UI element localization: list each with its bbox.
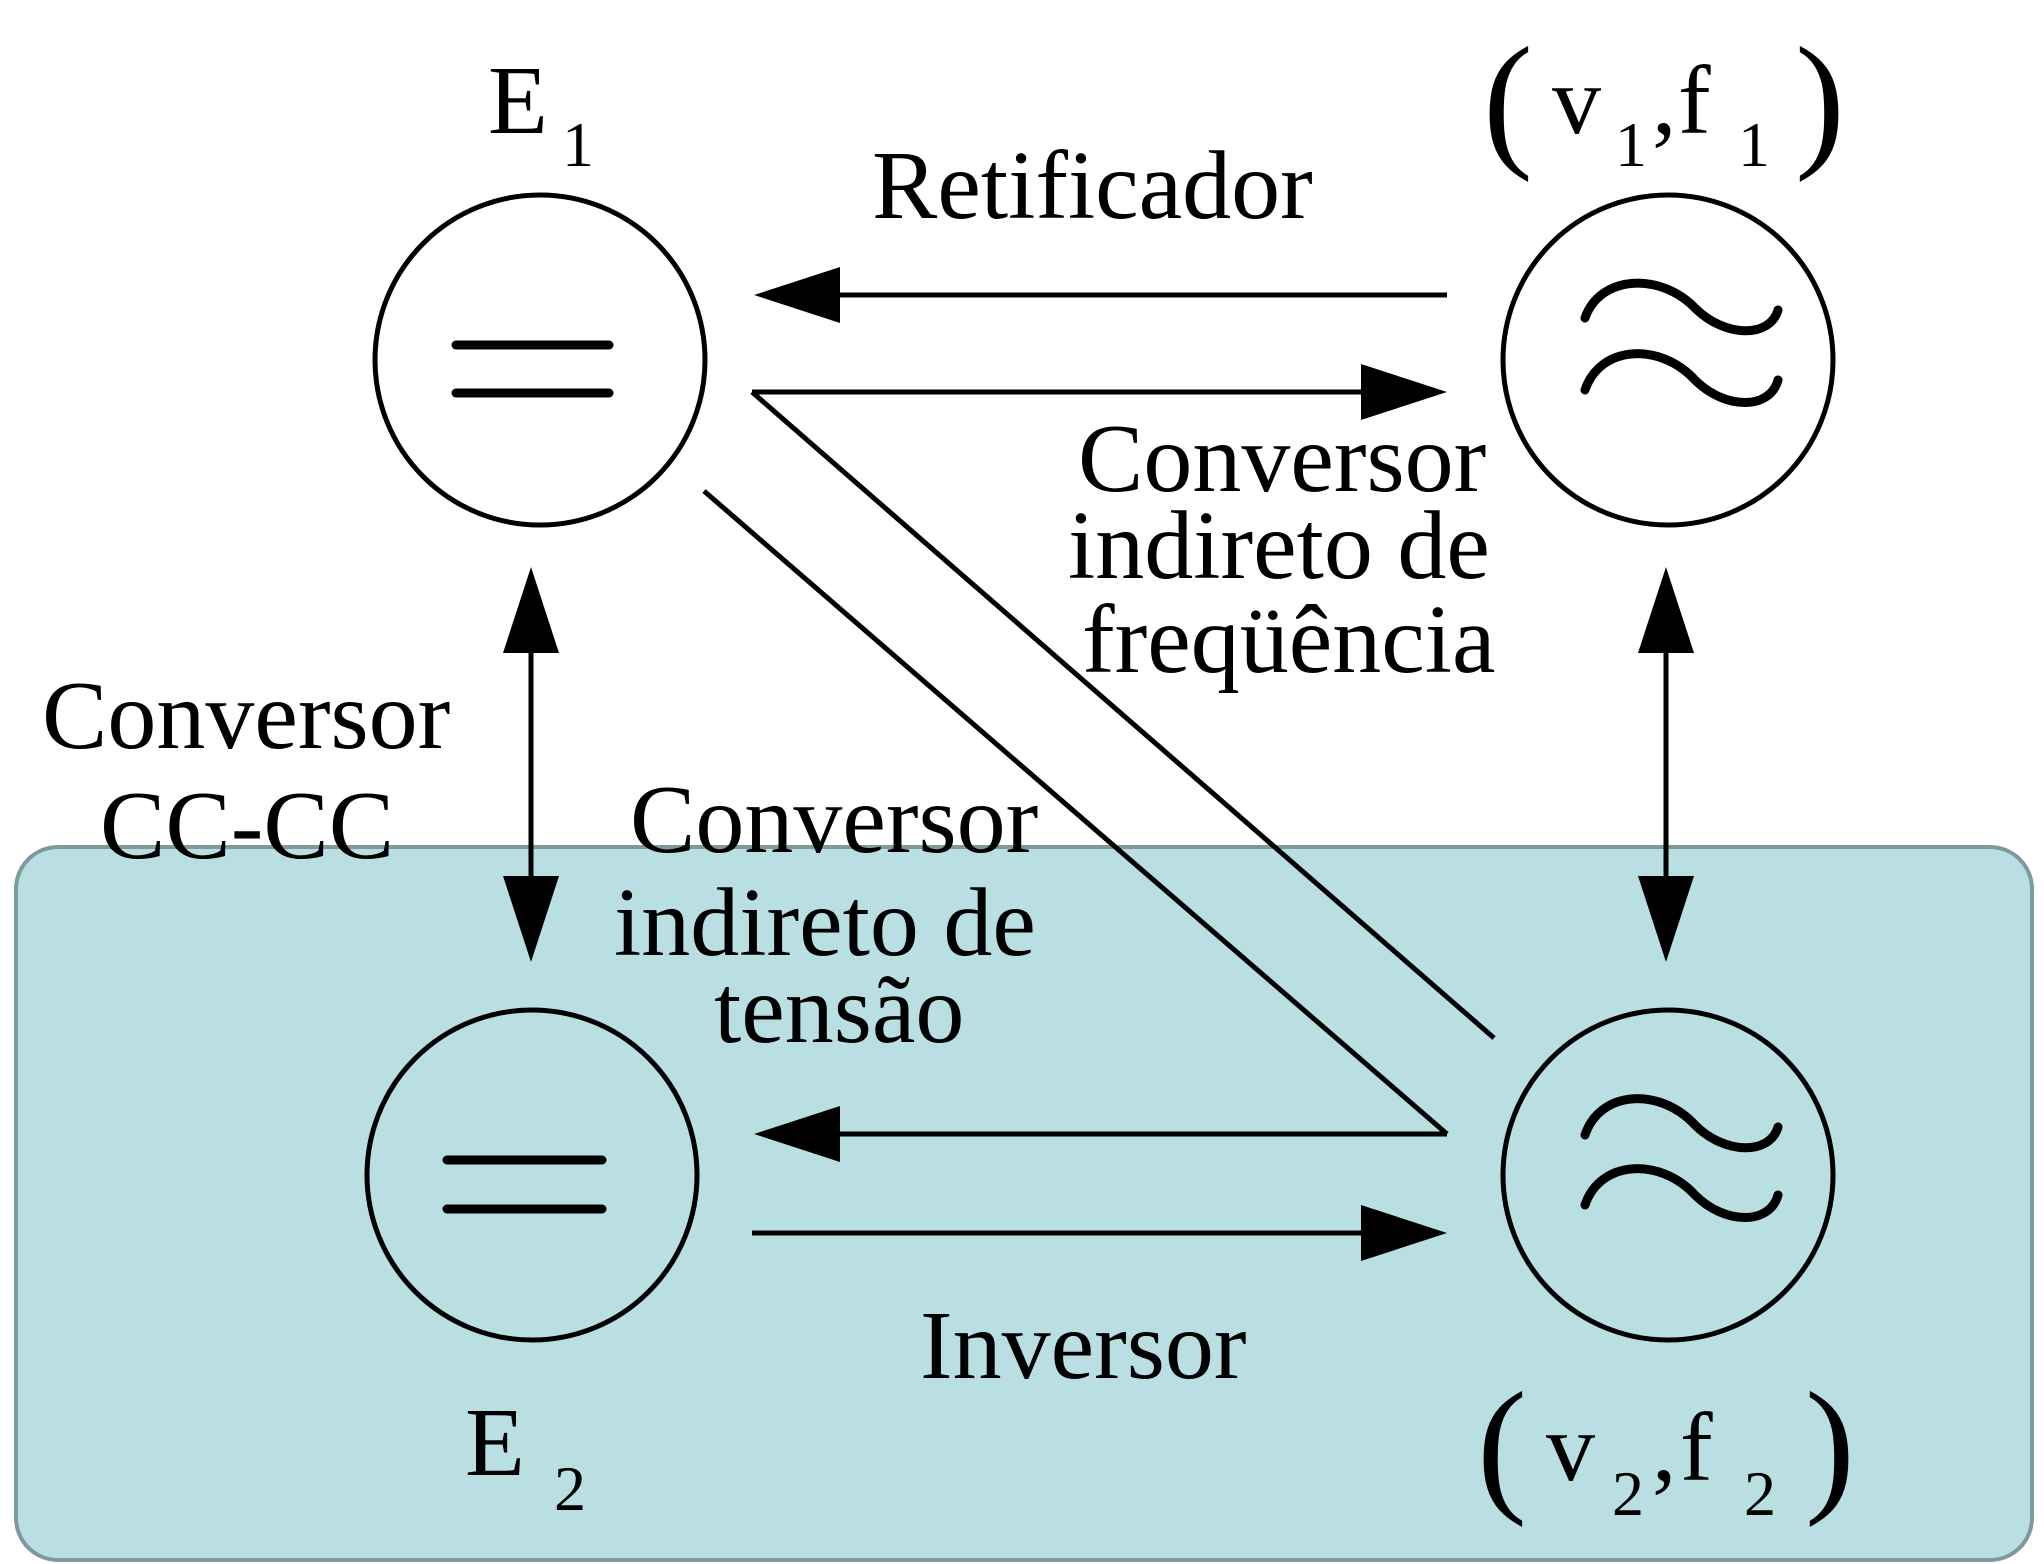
e2-label: E 2	[465, 1389, 586, 1524]
e1-circle	[372, 192, 708, 528]
ac-source-icon	[1580, 1164, 1783, 1222]
ac2-f: f	[1680, 1394, 1713, 1502]
ac1-open-paren: (	[1483, 17, 1533, 183]
arrowhead-icon	[1361, 364, 1447, 420]
ac1-label: ( v 1 , f 1 )	[1483, 17, 1845, 183]
ac-source-icon	[1580, 1094, 1783, 1153]
indirect-frequency-line1: Conversor	[1078, 405, 1486, 513]
dc-source-e2	[364, 1007, 700, 1343]
arrowhead-icon	[1361, 1205, 1447, 1261]
e2-main: E	[465, 1389, 525, 1497]
indirect-frequency-label: Conversor indireto de freqüência	[1068, 405, 1496, 694]
arrowhead-icon	[754, 1106, 840, 1162]
ac2-close-paren: )	[1805, 1362, 1855, 1528]
ac2-v: v	[1546, 1394, 1595, 1502]
ac2-f-subscript: 2	[1744, 1458, 1776, 1529]
e2-subscript: 2	[554, 1453, 586, 1524]
ac2-label: ( v 2 , f 2 )	[1477, 1362, 1855, 1529]
arrowhead-icon	[1638, 876, 1694, 962]
indirect-voltage-label: Conversor indireto de tensão	[614, 766, 1038, 1064]
ac1-comma: ,	[1652, 47, 1677, 155]
dcdc-double-arrow	[503, 567, 559, 962]
e1-subscript: 1	[562, 109, 594, 180]
rectifier-label: Retificador	[872, 132, 1313, 240]
ac-source-2	[1500, 1007, 1836, 1343]
highlight-region	[14, 845, 2034, 1562]
ac-source-icon	[1580, 349, 1783, 407]
indirect-voltage-arrow	[702, 489, 1449, 1162]
ac1-f: f	[1678, 47, 1711, 155]
ac1-close-paren: )	[1795, 17, 1845, 183]
indirect-voltage-line1: Conversor	[630, 766, 1038, 874]
inverter-arrow	[752, 1205, 1447, 1261]
arrowhead-icon	[754, 267, 840, 323]
ac2-comma: ,	[1652, 1394, 1677, 1502]
e1-main: E	[488, 47, 548, 155]
dcdc-line1: Conversor	[42, 662, 450, 770]
arrowhead-icon	[1638, 567, 1694, 653]
rectifier-arrow	[754, 267, 1447, 323]
ac1-f-subscript: 1	[1738, 109, 1770, 180]
indirect-frequency-arrow	[750, 364, 1496, 1040]
acac-double-arrow	[1638, 567, 1694, 962]
ac2-open-paren: (	[1477, 1362, 1527, 1528]
e2-circle	[364, 1007, 700, 1343]
indirect-frequency-line3: freqüência	[1082, 586, 1496, 694]
ac-source-1	[1500, 192, 1836, 528]
indirect-voltage-line3: tensão	[714, 956, 964, 1064]
ac-source-icon	[1580, 278, 1783, 336]
arrowhead-icon	[503, 876, 559, 962]
dcdc-line2: CC-CC	[100, 772, 394, 880]
ac2-v-subscript: 2	[1612, 1458, 1644, 1529]
ac1-circle	[1500, 192, 1836, 528]
ac2-circle	[1500, 1007, 1836, 1343]
indirect-frequency-line2: indireto de	[1068, 492, 1490, 600]
ac1-v-subscript: 1	[1615, 109, 1647, 180]
inverter-label: Inversor	[920, 1292, 1247, 1400]
dc-source-e1	[372, 192, 708, 528]
dcdc-label: Conversor CC-CC	[42, 662, 450, 880]
ac1-v: v	[1552, 47, 1601, 155]
arrowhead-icon	[503, 567, 559, 653]
indirect-voltage-line2: indireto de	[614, 869, 1036, 977]
e1-label: E 1	[488, 47, 594, 180]
